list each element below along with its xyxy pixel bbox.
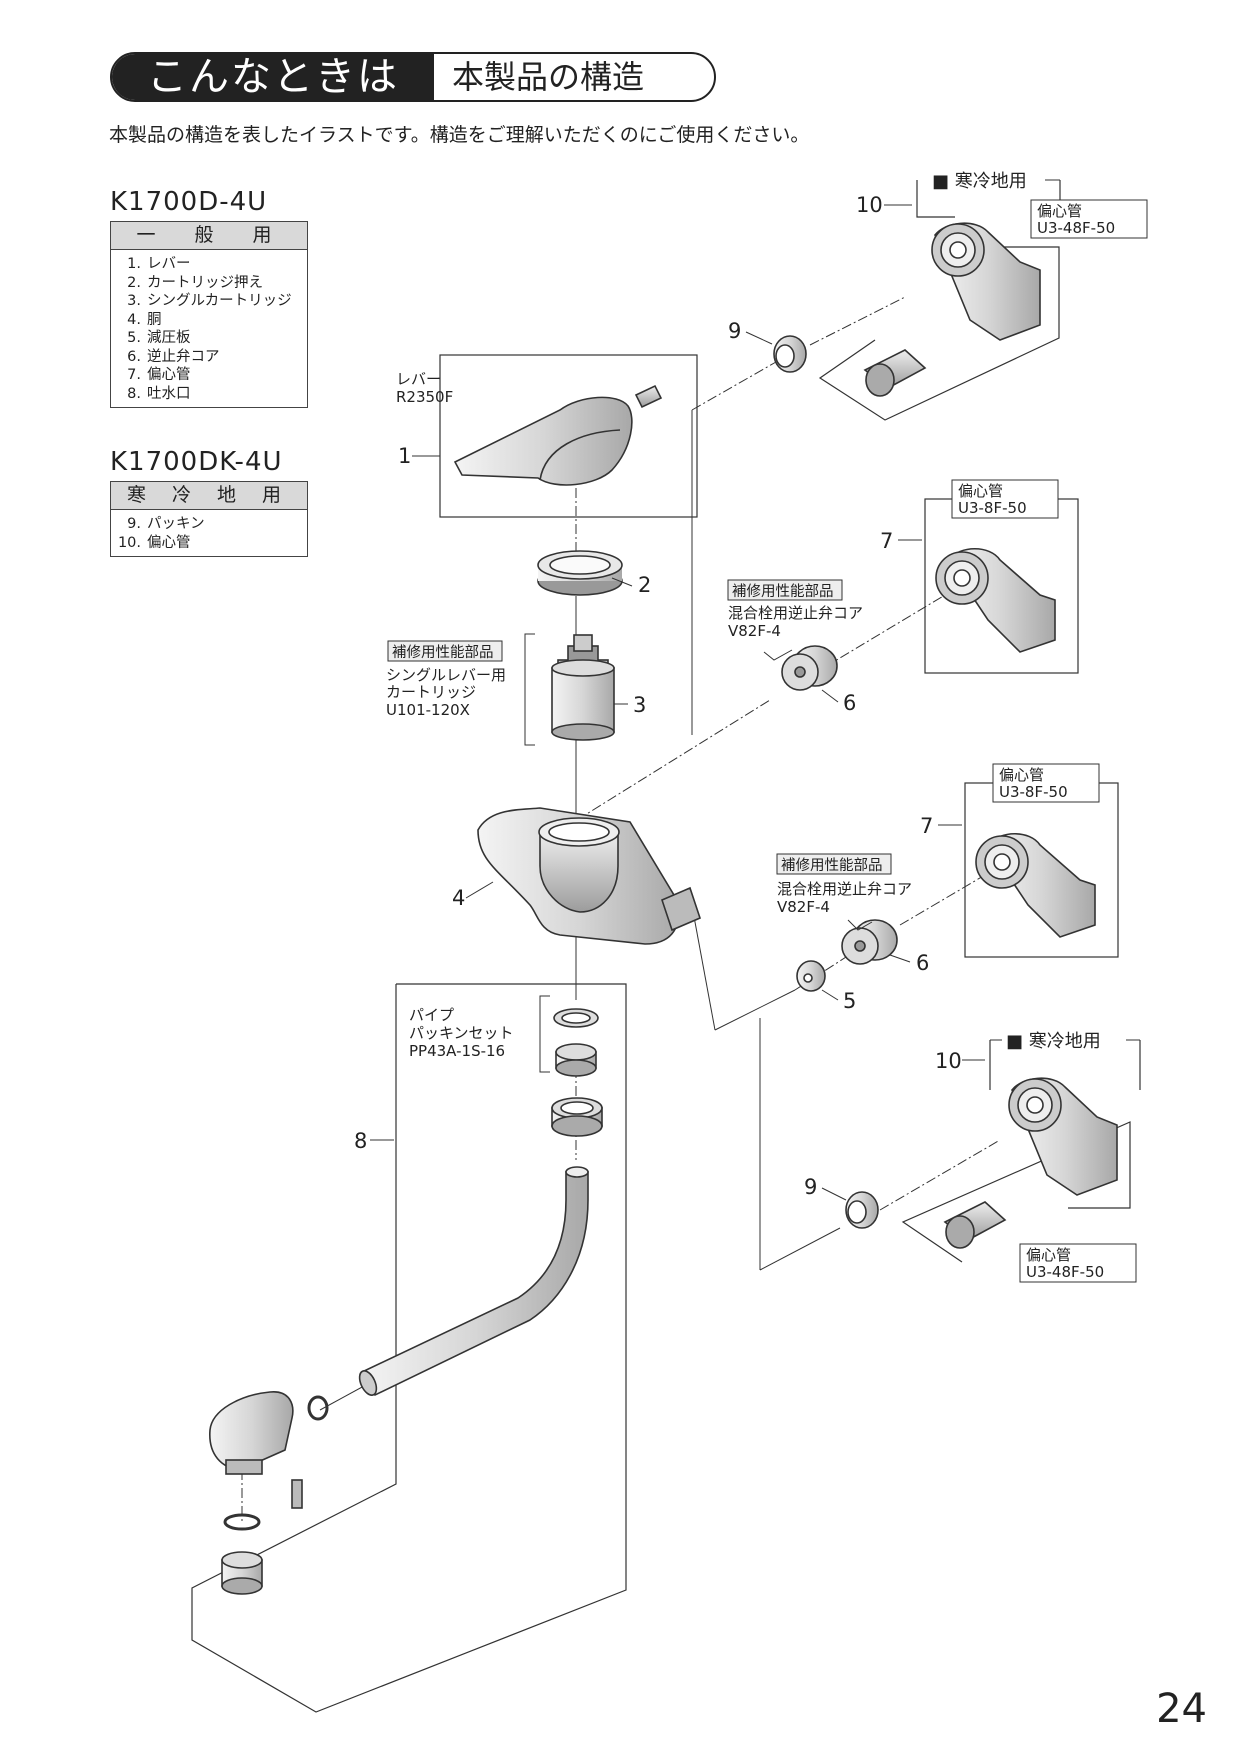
model-cold: K1700DK-4U bbox=[110, 447, 283, 477]
callout-1: 1 bbox=[398, 444, 411, 468]
cartridge-part bbox=[551, 634, 615, 741]
pipe-packing-part bbox=[551, 1008, 603, 1137]
cold-tag-lower: ■ 寒冷地用 bbox=[1006, 1031, 1101, 1052]
cold-eccentric-part-top bbox=[863, 222, 1041, 397]
pipe-packing-label: パイプ bbox=[409, 1006, 454, 1024]
repair-tag-valve-lower: 補修用性能部品 bbox=[781, 857, 883, 874]
pressure-plate-part bbox=[796, 960, 826, 992]
parts-table-header: 寒 冷 地 用 bbox=[111, 482, 307, 510]
repair-tag-valve-upper: 補修用性能部品 bbox=[732, 583, 834, 600]
check-valve-label-lower: 混合栓用逆止弁コア bbox=[777, 880, 912, 898]
callout-9a: 9 bbox=[728, 319, 741, 343]
check-valve-part-lower bbox=[841, 919, 898, 965]
callout-3: 3 bbox=[633, 693, 646, 717]
callout-numbers: 1 2 3 4 5 6 6 7 7 8 9 9 10 10 bbox=[354, 193, 985, 1201]
page-number: 24 bbox=[1156, 1686, 1207, 1732]
parts-table-header: 一 般 用 bbox=[111, 222, 307, 250]
eccentric-label-upper: 偏心管 bbox=[958, 482, 1003, 500]
list-item: 8.吐水口 bbox=[127, 385, 191, 402]
group-boxes bbox=[191, 180, 1141, 1713]
eccentric-part-upper bbox=[935, 548, 1056, 653]
pipe-packing-label-2: パッキンセット bbox=[409, 1024, 514, 1042]
check-valve-part-upper bbox=[781, 645, 838, 691]
check-valve-label-upper: 混合栓用逆止弁コア bbox=[728, 604, 863, 622]
callout-4: 4 bbox=[452, 886, 465, 910]
cold-eccentric-label-lower: 偏心管 bbox=[1026, 1246, 1071, 1264]
list-item: 6.逆止弁コア bbox=[127, 348, 220, 365]
lever-code: R2350F bbox=[396, 388, 453, 406]
repair-tag-cartridge: 補修用性能部品 bbox=[392, 644, 494, 661]
list-item: 3.シングルカートリッジ bbox=[127, 293, 292, 309]
callout-6a: 6 bbox=[843, 691, 856, 715]
cold-eccentric-part-lower bbox=[943, 1077, 1118, 1249]
list-item: 5.減圧板 bbox=[127, 330, 191, 346]
callout-7b: 7 bbox=[920, 814, 933, 838]
callout-6b: 6 bbox=[916, 951, 929, 975]
cold-eccentric-code-top: U3-48F-50 bbox=[1037, 219, 1115, 237]
check-valve-code-lower: V82F-4 bbox=[777, 898, 830, 916]
callout-10a: 10 bbox=[856, 193, 883, 217]
intro-text: 本製品の構造を表したイラストです。構造をご理解いただくのにご使用ください。 bbox=[109, 124, 810, 146]
eccentric-part-lower bbox=[975, 833, 1096, 938]
cold-eccentric-label-top: 偏心管 bbox=[1037, 202, 1082, 220]
cold-eccentric-code-lower: U3-48F-50 bbox=[1026, 1263, 1104, 1281]
pipe-packing-code: PP43A-1S-16 bbox=[409, 1042, 505, 1060]
parts-table-standard: 一 般 用 1.レバー 2.カートリッジ押え 3.シングルカートリッジ 4.胴 … bbox=[110, 221, 308, 408]
list-item: 7.偏心管 bbox=[127, 367, 191, 383]
callout-9b: 9 bbox=[804, 1175, 817, 1199]
callout-5: 5 bbox=[843, 989, 856, 1013]
packing-part-top bbox=[773, 335, 807, 373]
callout-8: 8 bbox=[354, 1129, 367, 1153]
lever-label: レバー bbox=[396, 370, 441, 388]
cartridge-holder-part bbox=[537, 550, 623, 596]
page-title: 本製品の構造 bbox=[452, 58, 645, 96]
lever-part bbox=[453, 384, 663, 486]
cartridge-code: U101-120X bbox=[386, 701, 470, 719]
list-item: 2.カートリッジ押え bbox=[127, 274, 263, 291]
list-item: 4.胴 bbox=[127, 311, 162, 328]
callout-7a: 7 bbox=[880, 529, 893, 553]
section-tag: こんなときは bbox=[112, 54, 434, 100]
list-item: 1.レバー bbox=[127, 256, 191, 272]
eccentric-label-lower: 偏心管 bbox=[999, 766, 1044, 784]
callout-2: 2 bbox=[638, 573, 651, 597]
spout-part bbox=[209, 1166, 589, 1595]
list-item: 10.偏心管 bbox=[117, 534, 191, 551]
cartridge-label: シングルレバー用 bbox=[386, 666, 506, 684]
parts-table-cold: 寒 冷 地 用 9.パッキン 10.偏心管 bbox=[110, 481, 308, 557]
check-valve-code-upper: V82F-4 bbox=[728, 622, 781, 640]
body-part bbox=[477, 807, 701, 945]
part-labels: レバー R2350F 補修用性能部品 シングルレバー用 カートリッジ U101-… bbox=[386, 171, 1148, 1283]
packing-part-lower bbox=[845, 1191, 879, 1229]
section-title: こんなときは 本製品の構造 bbox=[110, 52, 716, 102]
cold-tag-top: ■ 寒冷地用 bbox=[932, 171, 1027, 192]
eccentric-code-lower: U3-8F-50 bbox=[999, 783, 1068, 801]
cartridge-label-2: カートリッジ bbox=[386, 683, 476, 701]
eccentric-code-upper: U3-8F-50 bbox=[958, 499, 1027, 517]
list-item: 9.パッキン bbox=[127, 516, 205, 532]
callout-10b: 10 bbox=[935, 1049, 962, 1073]
model-standard: K1700D-4U bbox=[110, 187, 268, 217]
